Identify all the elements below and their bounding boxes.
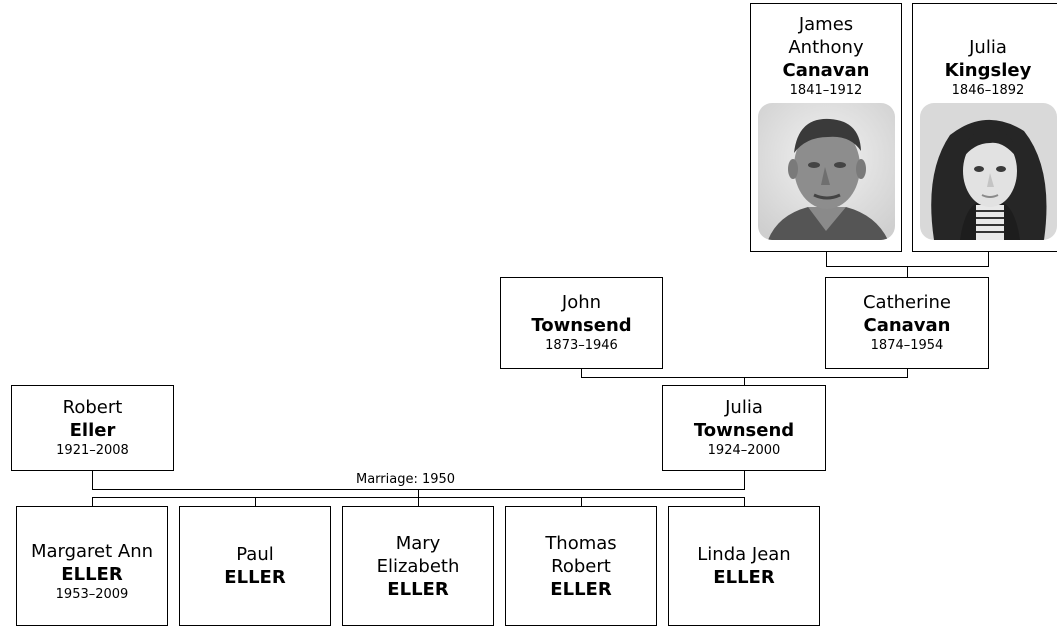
connector-line <box>418 497 419 507</box>
connector-line <box>907 368 908 378</box>
given-name: Julia <box>969 37 1007 58</box>
connector-line <box>92 497 93 507</box>
life-dates: 1874–1954 <box>870 338 944 353</box>
connector-line <box>255 497 256 507</box>
given-name: Paul <box>236 544 274 565</box>
surname: Eller <box>69 420 116 441</box>
marriage-label: Marriage: 1950 <box>354 472 458 488</box>
connector-line <box>581 497 582 507</box>
child-card[interactable]: Margaret Ann ELLER 1953–2009 <box>16 506 168 626</box>
person-card-john-townsend[interactable]: John Townsend 1873–1946 <box>500 277 663 369</box>
given-name: Mary Elizabeth <box>376 532 460 577</box>
connector-line <box>907 266 908 278</box>
surname: Townsend <box>693 420 795 441</box>
child-card[interactable]: Linda Jean ELLER <box>668 506 820 626</box>
person-card-robert-eller[interactable]: Robert Eller 1921–2008 <box>11 385 174 471</box>
person-card-julia-kingsley[interactable]: Julia Kingsley 1846–1892 <box>912 3 1057 252</box>
given-name: Julia <box>725 397 763 418</box>
portrait-photo <box>757 103 895 240</box>
connector-line <box>744 377 745 386</box>
life-dates: 1953–2009 <box>55 587 129 602</box>
connector-line <box>826 251 827 267</box>
life-dates: 1921–2008 <box>56 443 129 458</box>
person-card-catherine-canavan[interactable]: Catherine Canavan 1874–1954 <box>825 277 989 369</box>
given-name: John <box>561 292 602 313</box>
surname: ELLER <box>224 567 286 588</box>
surname: ELLER <box>387 578 449 600</box>
connector-line <box>988 251 989 267</box>
connector-line <box>92 470 93 490</box>
given-name: James Anthony <box>788 14 864 58</box>
connector-line <box>581 368 582 378</box>
child-card[interactable]: Mary Elizabeth ELLER <box>342 506 494 626</box>
person-card-julia-townsend[interactable]: Julia Townsend 1924–2000 <box>662 385 826 471</box>
child-card[interactable]: Thomas Robert ELLER <box>505 506 657 626</box>
connector-line <box>744 497 745 507</box>
given-name: Linda Jean <box>697 544 791 565</box>
given-name: Catherine <box>862 292 952 313</box>
surname: ELLER <box>61 564 123 585</box>
life-dates: 1924–2000 <box>707 443 781 458</box>
surname: ELLER <box>713 567 775 588</box>
surname: Townsend <box>531 315 632 336</box>
surname: ELLER <box>550 578 612 600</box>
surname: Canavan <box>782 60 870 81</box>
surname: Canavan <box>863 315 951 336</box>
connector-line <box>418 489 419 498</box>
portrait-photo <box>919 103 1057 240</box>
life-dates: 1873–1946 <box>545 338 618 353</box>
surname: Kingsley <box>944 60 1032 81</box>
person-card-james-canavan[interactable]: James Anthony Canavan 1841–1912 <box>750 3 902 252</box>
given-name: Robert <box>62 397 123 418</box>
child-card[interactable]: Paul ELLER <box>179 506 331 626</box>
given-name: Margaret Ann <box>30 541 154 562</box>
given-name: Thomas Robert <box>545 532 617 577</box>
life-dates: 1846–1892 <box>951 83 1025 98</box>
life-dates: 1841–1912 <box>789 83 863 98</box>
connector-line <box>744 470 745 490</box>
